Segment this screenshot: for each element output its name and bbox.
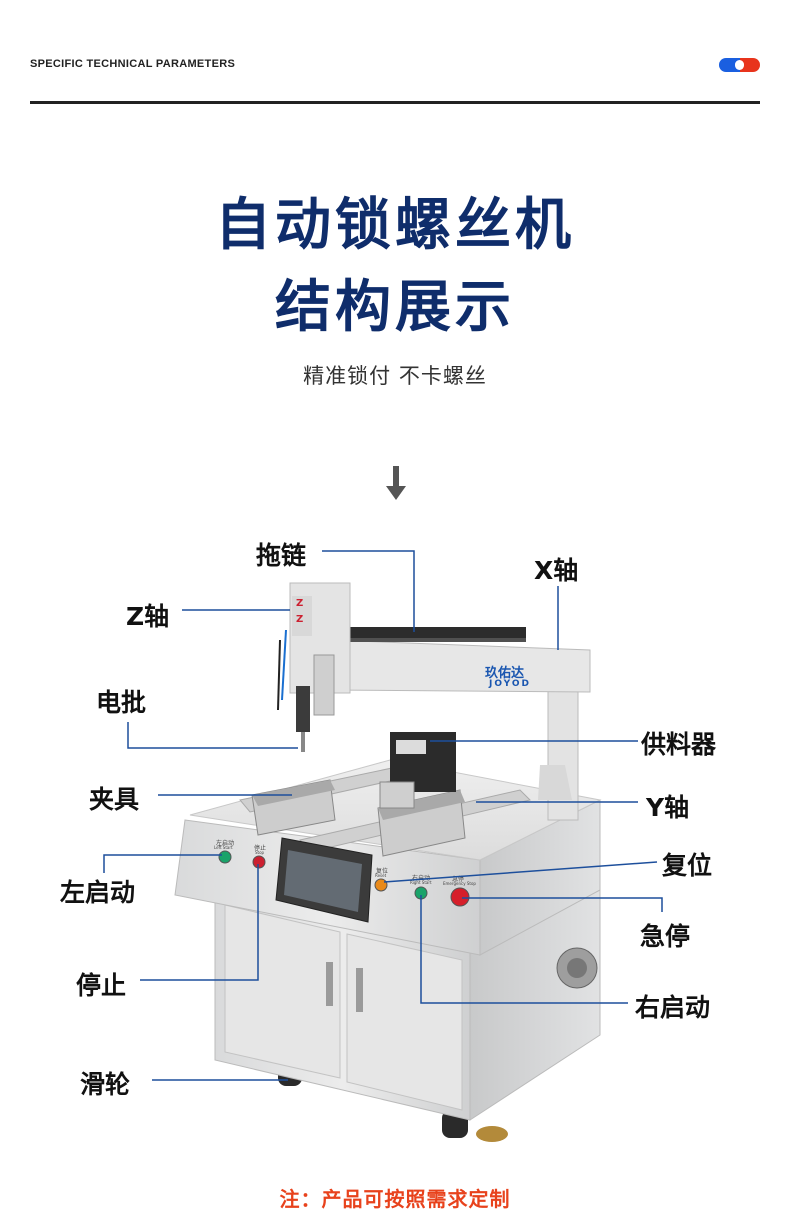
label-z-axis: Z轴 (126, 602, 170, 631)
section-header-label: SPECIFIC TECHNICAL PARAMETERS (30, 58, 236, 70)
panel-label-right-start-en: Right Start (410, 880, 432, 885)
panel-label-reset: 复位 (376, 868, 389, 875)
label-emergency-stop: 急停 (640, 922, 691, 951)
panel-label-stop-en: Stop (255, 850, 265, 855)
label-x-axis: X轴 (534, 556, 579, 585)
label-fixture: 夹具 (89, 785, 140, 814)
header-divider (30, 101, 760, 104)
panel-label-left-start-en: Left Start (214, 845, 233, 850)
machine-logo-en: JOYOD (489, 679, 531, 689)
label-drag-chain: 拖链 (256, 541, 307, 570)
arrow-down-icon (386, 466, 406, 500)
page-title-line1: 自动锁螺丝机 (215, 193, 575, 258)
machine-logo-cn: 玖佑达 (485, 666, 525, 681)
customization-note: 注：产品可按照需求定制 (279, 1187, 511, 1211)
panel-label-estop-en: Emergency Stop (443, 881, 476, 886)
panel-label-reset-en: Reset (375, 873, 387, 878)
panel-label-right-start: 右启动 (412, 875, 431, 882)
page-subtitle: 精准锁付 不卡螺丝 (303, 364, 487, 388)
label-feeder: 供料器 (641, 730, 717, 759)
label-caster: 滑轮 (80, 1070, 131, 1099)
label-reset: 复位 (662, 851, 713, 880)
page-title-line2: 结构展示 (275, 275, 515, 340)
header-toggle-icon (719, 58, 760, 72)
label-screwdriver: 电批 (96, 688, 147, 717)
panel-label-left-start: 左启动 (216, 840, 235, 847)
panel-label-estop: 急停 (452, 876, 465, 883)
label-stop: 停止 (76, 971, 127, 1000)
label-right-start: 右启动 (635, 993, 711, 1022)
z-axis-mark-lower: Z (296, 614, 304, 625)
label-y-axis: Y轴 (646, 793, 690, 822)
panel-label-stop: 停止 (254, 845, 267, 852)
z-axis-mark-upper: Z (296, 598, 304, 609)
label-left-start: 左启动 (60, 878, 136, 907)
